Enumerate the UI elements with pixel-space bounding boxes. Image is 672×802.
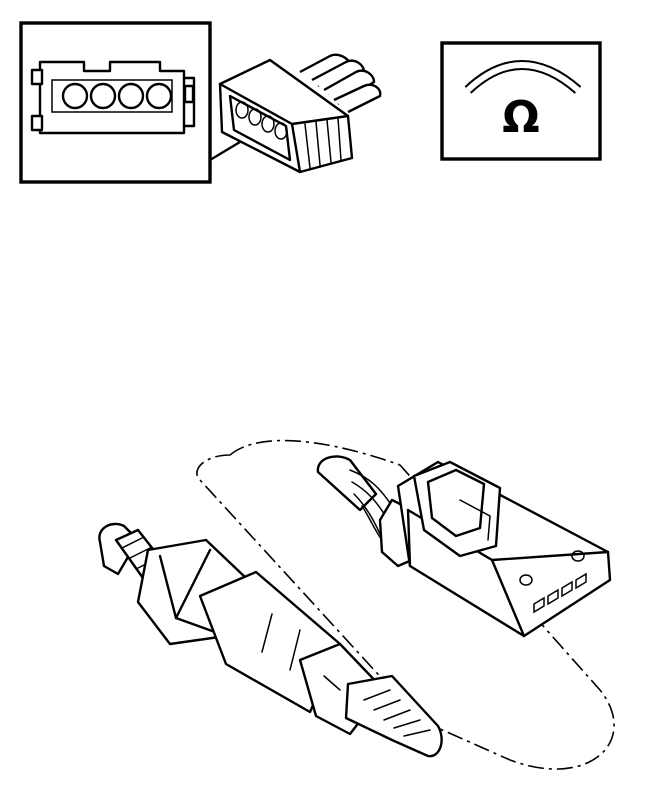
connector-plug-pins — [235, 101, 288, 140]
harness-connector — [316, 455, 612, 638]
pin-window — [561, 580, 573, 598]
pin-window — [547, 588, 559, 606]
ohmmeter-symbol-box: Ω — [440, 41, 602, 161]
pin-socket — [61, 82, 89, 110]
pin-socket — [274, 122, 288, 140]
connector-face — [30, 60, 196, 135]
pin-socket — [117, 82, 145, 110]
pin-socket — [261, 115, 275, 133]
pin-socket — [235, 101, 249, 119]
ohm-symbol: Ω — [502, 92, 539, 143]
pin-socket — [145, 82, 173, 110]
pin-socket — [89, 82, 117, 110]
harness-connector-pins — [533, 572, 587, 614]
connector-face-pins — [61, 82, 173, 110]
pin-window — [575, 572, 587, 590]
ohmmeter-icon: Ω — [502, 92, 539, 143]
pin-socket — [248, 108, 262, 126]
connector-detail-inset — [19, 21, 242, 184]
grouping-loop — [196, 439, 615, 770]
pin-window — [533, 596, 545, 614]
oxygen-sensor — [98, 522, 443, 758]
connector-plug — [218, 53, 382, 174]
